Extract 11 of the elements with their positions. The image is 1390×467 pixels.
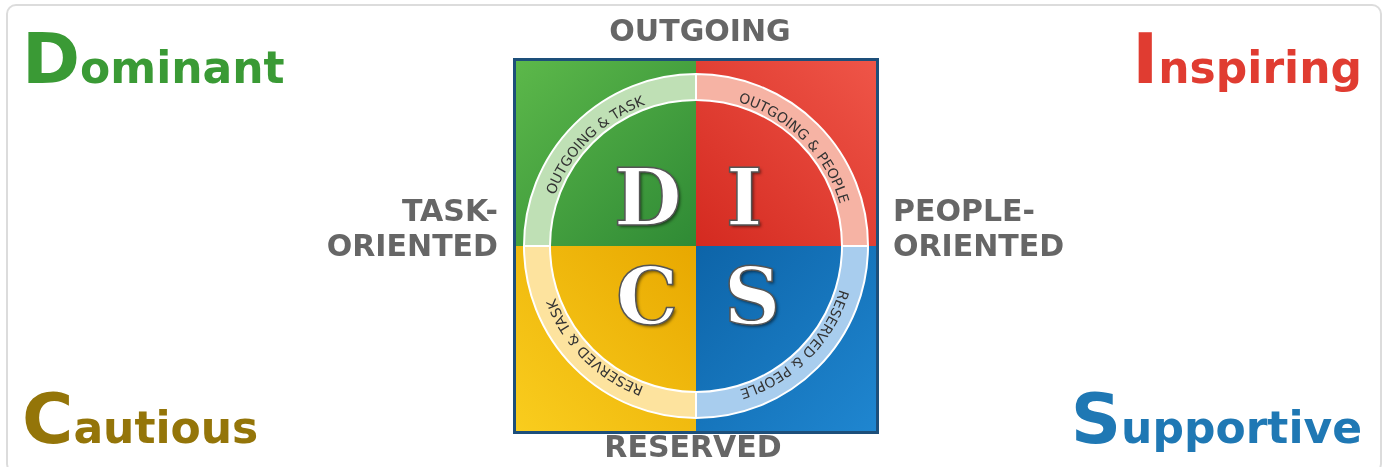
axis-label: TASK-ORIENTED	[325, 194, 498, 263]
style-title: Supportive	[1070, 384, 1362, 454]
style-title: Dominant	[22, 24, 285, 94]
axis-label: RESERVED	[603, 430, 783, 465]
style-title: Inspiring	[1132, 24, 1362, 94]
style-title: Cautious	[22, 384, 259, 454]
quadrant-letter: C	[616, 258, 679, 336]
quadrant-letter: D	[614, 159, 682, 237]
axis-label: OUTGOING	[608, 14, 792, 49]
quadrant-letter: S	[724, 258, 781, 336]
axis-label: PEOPLE-ORIENTED	[893, 194, 1066, 263]
